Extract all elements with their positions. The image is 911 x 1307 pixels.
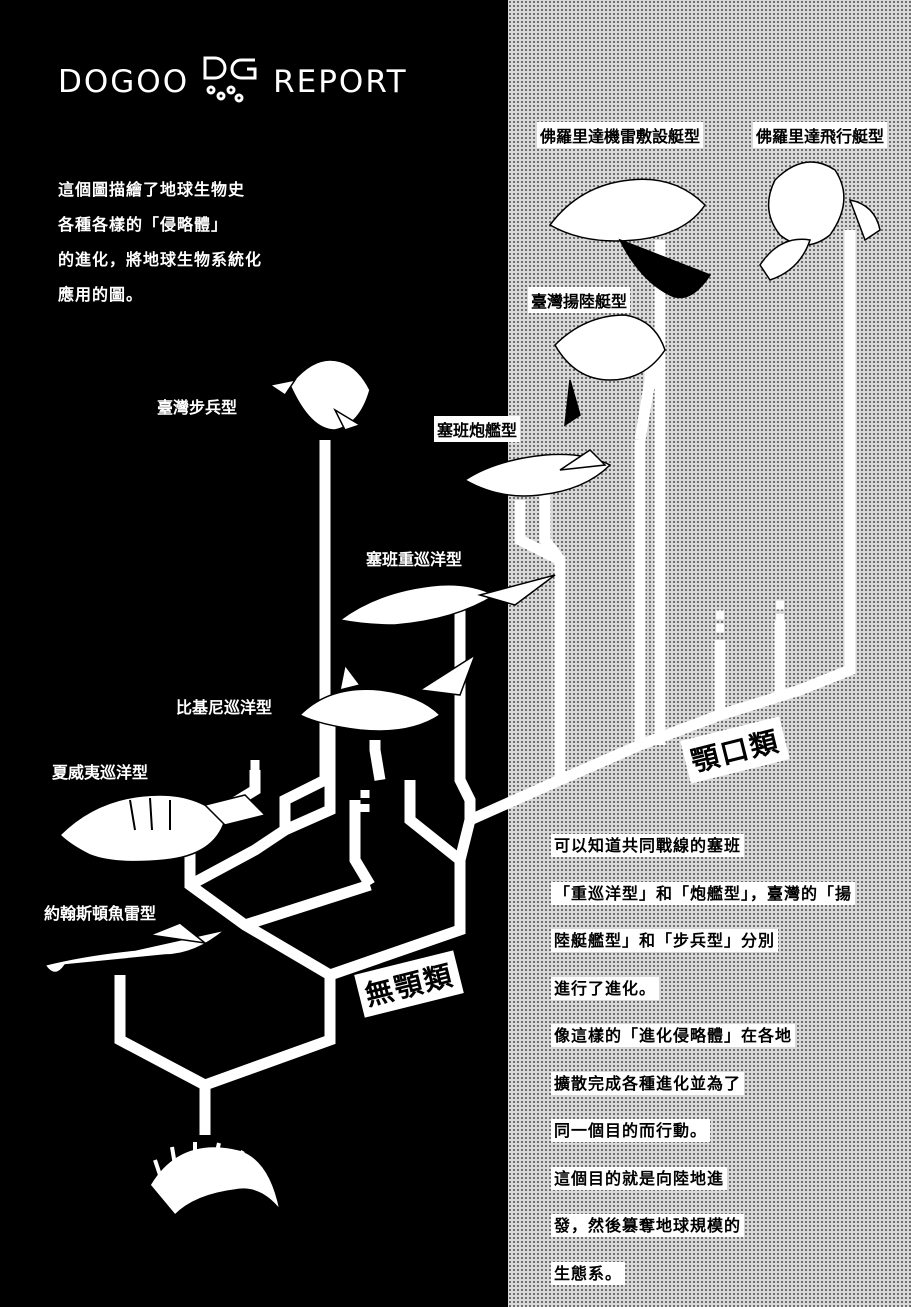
story-line: 擴散完成各種進化並為了 [551, 1071, 745, 1095]
branch-saipan-gun [514, 500, 566, 780]
story-line: 「重巡洋型」和「炮艦型」，臺灣的「揚 [551, 881, 856, 905]
intro-text: 這個圖描繪了地球生物史 各種各樣的「侵略體」 的進化，將地球生物系統化 應用的圖… [58, 172, 262, 312]
label-hawaii-cruiser: 夏威夷巡洋型 [52, 763, 149, 782]
saipan-heavy-branch [349, 800, 375, 888]
story-line: 可以知道共同戰線的塞班 [551, 834, 745, 857]
label-bikini-cruiser: 比基尼巡洋型 [176, 698, 273, 717]
intro-line: 的進化，將地球生物系統化 [58, 250, 263, 269]
bikini-stem [282, 720, 336, 836]
creature-florida-flying [759, 161, 881, 281]
story-line: 生態系。 [551, 1261, 626, 1285]
header-left-text: DOGOO [58, 64, 190, 100]
label-taiwan-infantry: 臺灣步兵型 [157, 398, 238, 417]
creature-johnston [43, 922, 226, 974]
trunk-main [454, 610, 476, 862]
story-line: 這個目的就是向陸地進 [551, 1166, 728, 1190]
creature-bikini [298, 653, 477, 732]
header-right-text: REPORT [273, 64, 408, 100]
intro-line: 各種各樣的「侵略體」 [58, 215, 229, 234]
branch-saipan-gun-right [539, 490, 565, 564]
label-florida-flying: 佛羅里達飛行艇型 [753, 122, 888, 148]
creature-root [149, 1142, 281, 1217]
label-florida-minelayer: 佛羅里達機雷敷設艇型 [537, 122, 704, 148]
branch-left-loop [369, 740, 386, 781]
story-line: 像這樣的「進化侵略體」在各地 [551, 1024, 796, 1047]
creature-taiwan-landing [554, 314, 666, 427]
tree-trunk [114, 975, 211, 1135]
label-saipan-heavy-cruiser: 塞班重巡洋型 [366, 550, 463, 569]
intro-line: 這個圖描繪了地球生物史 [58, 180, 246, 199]
report-header: DOGOO REPORT [58, 52, 408, 112]
label-saipan-gunboat: 塞班炮艦型 [434, 416, 521, 442]
story-line: 發，然後篡奪地球規模的 [551, 1214, 745, 1237]
agnatha-hawaii-link [243, 879, 372, 931]
label-johnston-torpedo: 約翰斯頓魚雷型 [44, 904, 157, 923]
story-line: 進行了進化。 [551, 976, 660, 1000]
creature-hawaii [58, 794, 267, 863]
creature-florida-mine [548, 178, 712, 299]
dogoo-logo [199, 52, 263, 112]
agnatha-branch [184, 770, 333, 980]
story-text: 可以知道共同戰線的塞班 「重巡洋型」和「炮艦型」，臺灣的「揚 陸艇艦型」和「步兵… [551, 822, 911, 1297]
tree-root-split [203, 975, 336, 1091]
intro-line: 應用的圖。 [58, 285, 144, 304]
creature-saipan-gun [463, 449, 612, 497]
story-line: 同一個目的而行動。 [551, 1119, 711, 1142]
creature-taiwan-infantry [268, 359, 371, 431]
creature-saipan-heavy [338, 574, 556, 626]
story-line: 陸艇艦型」和「步兵型」分別 [551, 929, 779, 952]
label-taiwan-landing: 臺灣揚陸艇型 [528, 287, 631, 313]
